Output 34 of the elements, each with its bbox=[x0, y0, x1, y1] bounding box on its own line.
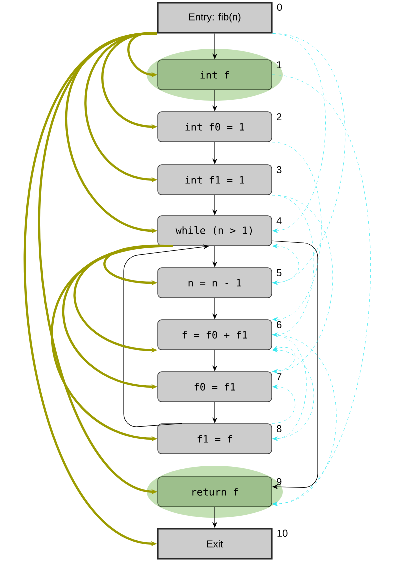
node-number: 3 bbox=[276, 166, 282, 174]
statement-box: f0 = f1 bbox=[158, 372, 272, 402]
node-number: 10 bbox=[278, 530, 288, 537]
node-number: 9 bbox=[277, 478, 282, 486]
node-number: 1 bbox=[277, 62, 282, 68]
statement-box: int f0 = 1 bbox=[158, 112, 272, 142]
terminal-box: Exit bbox=[157, 528, 273, 560]
node-number: 5 bbox=[276, 269, 282, 276]
node-number: 2 bbox=[277, 113, 282, 120]
node-number: 7 bbox=[277, 374, 282, 380]
arrow bbox=[272, 34, 346, 286]
statement-box: int f bbox=[158, 60, 272, 90]
statement-box: f = f0 + f1 bbox=[158, 320, 272, 350]
statement-box: while (n > 1) bbox=[158, 216, 272, 246]
statement-box: return f bbox=[158, 476, 272, 508]
arrow bbox=[272, 348, 314, 440]
arrow bbox=[272, 195, 314, 338]
terminal-box: Entry: fib(n) bbox=[157, 2, 273, 34]
statement-box: f1 = f bbox=[158, 424, 272, 454]
arrow bbox=[272, 334, 337, 506]
node-number: 6 bbox=[277, 321, 282, 328]
node-number: 8 bbox=[277, 425, 282, 432]
arrow bbox=[272, 34, 326, 234]
arrow bbox=[272, 142, 322, 322]
arrow bbox=[272, 240, 318, 490]
statement-box: n = n - 1 bbox=[158, 268, 272, 298]
statement-box: int f1 = 1 bbox=[158, 164, 272, 196]
arrow bbox=[272, 74, 371, 506]
arrow bbox=[272, 334, 307, 442]
node-number: 4 bbox=[276, 218, 282, 224]
arrow bbox=[272, 195, 334, 374]
arrow bbox=[272, 384, 296, 424]
arrow bbox=[272, 244, 300, 284]
node-number: 0 bbox=[277, 4, 282, 11]
